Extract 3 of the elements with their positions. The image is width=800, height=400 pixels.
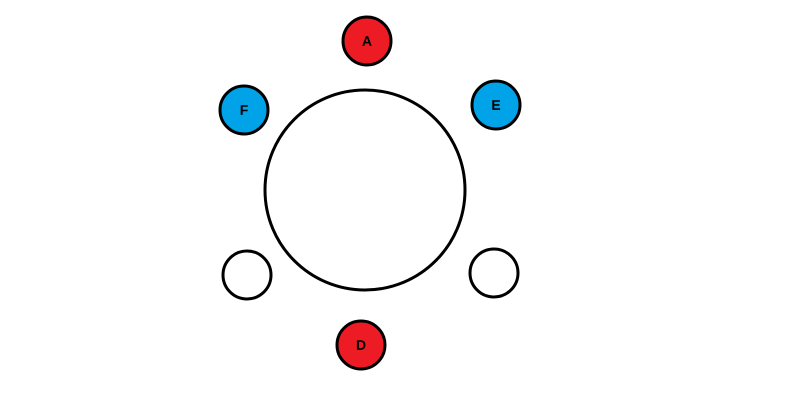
empty-circle xyxy=(222,250,272,300)
empty-circle xyxy=(468,248,520,298)
empty-circle xyxy=(264,88,466,292)
